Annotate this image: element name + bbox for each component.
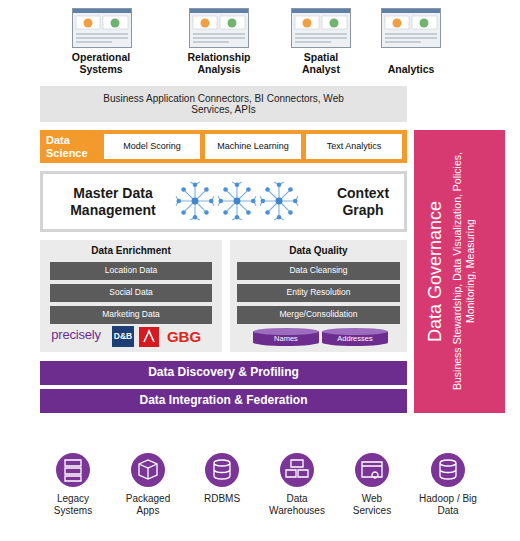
node-subtitle: Context Graph (321, 174, 405, 229)
node-title: Text Analytics (306, 134, 402, 159)
source-icon (56, 453, 90, 487)
node-title: Location Data (50, 262, 212, 280)
consumer-label: Relationship Analysis (183, 51, 255, 75)
consumer-label: Spatial Analyst (293, 51, 349, 75)
database-glyph (214, 460, 230, 479)
source-label: Data Warehouses (267, 493, 327, 516)
source-icon (355, 453, 389, 487)
screen-icon (73, 9, 132, 48)
enrichment-bar: Location Data (50, 262, 212, 280)
source-icon (131, 453, 165, 487)
partner-logo-text: GBG (163, 328, 205, 345)
source-label: Packaged Apps (119, 493, 177, 516)
partner-logo-text: precisely (45, 328, 107, 343)
node-subtitle: Business Stewardship, Data Visualization… (451, 149, 481, 394)
capability-box: Machine Learning (205, 134, 301, 159)
enrichment-bar: Social Data (50, 284, 212, 302)
source-label: Web Services (347, 493, 397, 516)
enrichment-bar: Marketing Data (50, 306, 212, 324)
node-title: Data Science (40, 130, 102, 163)
source-label: Hadoop / Big Data (419, 493, 477, 516)
screen-icon (382, 9, 441, 48)
node-title: Business Application Connectors, BI Conn… (40, 86, 407, 122)
governance-band: Data GovernanceBusiness Stewardship, Dat… (414, 130, 505, 413)
node-title: Addresses (322, 333, 388, 345)
partner-logo-text: D&B (112, 326, 134, 347)
source-icon (280, 453, 314, 487)
node-title: Data Discovery & Profiling (40, 361, 407, 385)
web-glyph (362, 462, 382, 478)
capability-box: Text Analytics (306, 134, 402, 159)
partner-logo (139, 327, 159, 347)
platform-band: Data Integration & Federation (40, 389, 407, 413)
node-title: Machine Learning (205, 134, 301, 159)
context-graph-icon (260, 182, 298, 220)
quality-bar: Entity Resolution (237, 284, 400, 302)
warehouse-glyph (286, 460, 308, 477)
node-title: Master Data Management (47, 174, 179, 229)
node-title: Marketing Data (50, 306, 212, 324)
capability-box: Model Scoring (104, 134, 200, 159)
node-title: Data Governance (422, 130, 448, 413)
node-title: Merge/Consolidation (237, 306, 400, 324)
consumer-label: Operational Systems (65, 51, 137, 75)
data-science-panel: Data ScienceModel ScoringMachine Learnin… (40, 130, 407, 163)
node-title: Social Data (50, 284, 212, 302)
partner-logo-mark (144, 331, 154, 342)
connector-band: Business Application Connectors, BI Conn… (40, 86, 407, 122)
node-title: Data Enrichment (40, 243, 222, 259)
context-graph-icon (176, 182, 214, 220)
mdm-panel: Master Data Management Context Graph (40, 171, 407, 232)
source-icon (205, 453, 239, 487)
node-title: Entity Resolution (237, 284, 400, 302)
node-title: Data Quality (230, 243, 407, 259)
database-cylinder: Addresses (322, 328, 388, 346)
screen-icon (190, 9, 249, 48)
package-glyph (139, 460, 157, 479)
database-cylinder: Names (253, 328, 319, 346)
bigdata-glyph (440, 460, 456, 479)
quality-bar: Data Cleansing (237, 262, 400, 280)
node-title: Names (253, 333, 319, 345)
context-graph-icon (218, 182, 256, 220)
server-glyph (65, 460, 81, 481)
source-label: Legacy Systems (44, 493, 102, 516)
quality-panel: Data QualityData CleansingEntity Resolut… (230, 240, 407, 352)
screen-icon (292, 9, 351, 48)
node-title: Data Integration & Federation (40, 389, 407, 413)
source-icon (431, 453, 465, 487)
source-label: RDBMS (192, 493, 252, 505)
consumer-label: Analytics (371, 63, 451, 75)
quality-bar: Merge/Consolidation (237, 306, 400, 324)
node-title: Data Cleansing (237, 262, 400, 280)
node-title: Model Scoring (104, 134, 200, 159)
platform-band: Data Discovery & Profiling (40, 361, 407, 385)
